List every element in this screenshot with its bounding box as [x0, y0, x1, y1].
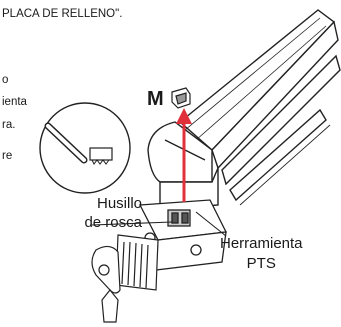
cut-text-fragment: o: [2, 74, 9, 86]
tool-label-line2: PTS: [246, 254, 276, 272]
cut-text-fragment: ienta: [2, 96, 27, 108]
tool-label: Herramienta PTS: [220, 234, 303, 273]
cut-text-fragment: re: [2, 150, 13, 162]
tool-label-line1: Herramienta: [220, 235, 303, 252]
instruction-header: PLACA DE RELLENO".: [2, 8, 123, 20]
spindle-label-line2: de rosca: [84, 213, 142, 231]
detail-inset: [39, 102, 131, 194]
removal-arrow: [176, 108, 192, 202]
tool-leader-line: [195, 211, 227, 237]
spindle-mechanism: [138, 199, 227, 271]
front-housing: [147, 121, 219, 211]
part-m-icon: [171, 87, 191, 109]
spindle-label-line1: Husillo: [96, 195, 142, 212]
cut-text-fragment: ra.: [2, 119, 16, 131]
rail-body: [178, 9, 341, 206]
motor-unit: [91, 234, 159, 323]
spindle-leader-line: [91, 221, 173, 226]
spindle-label: Husillo de rosca: [84, 195, 142, 233]
part-m-label: M: [147, 88, 164, 110]
